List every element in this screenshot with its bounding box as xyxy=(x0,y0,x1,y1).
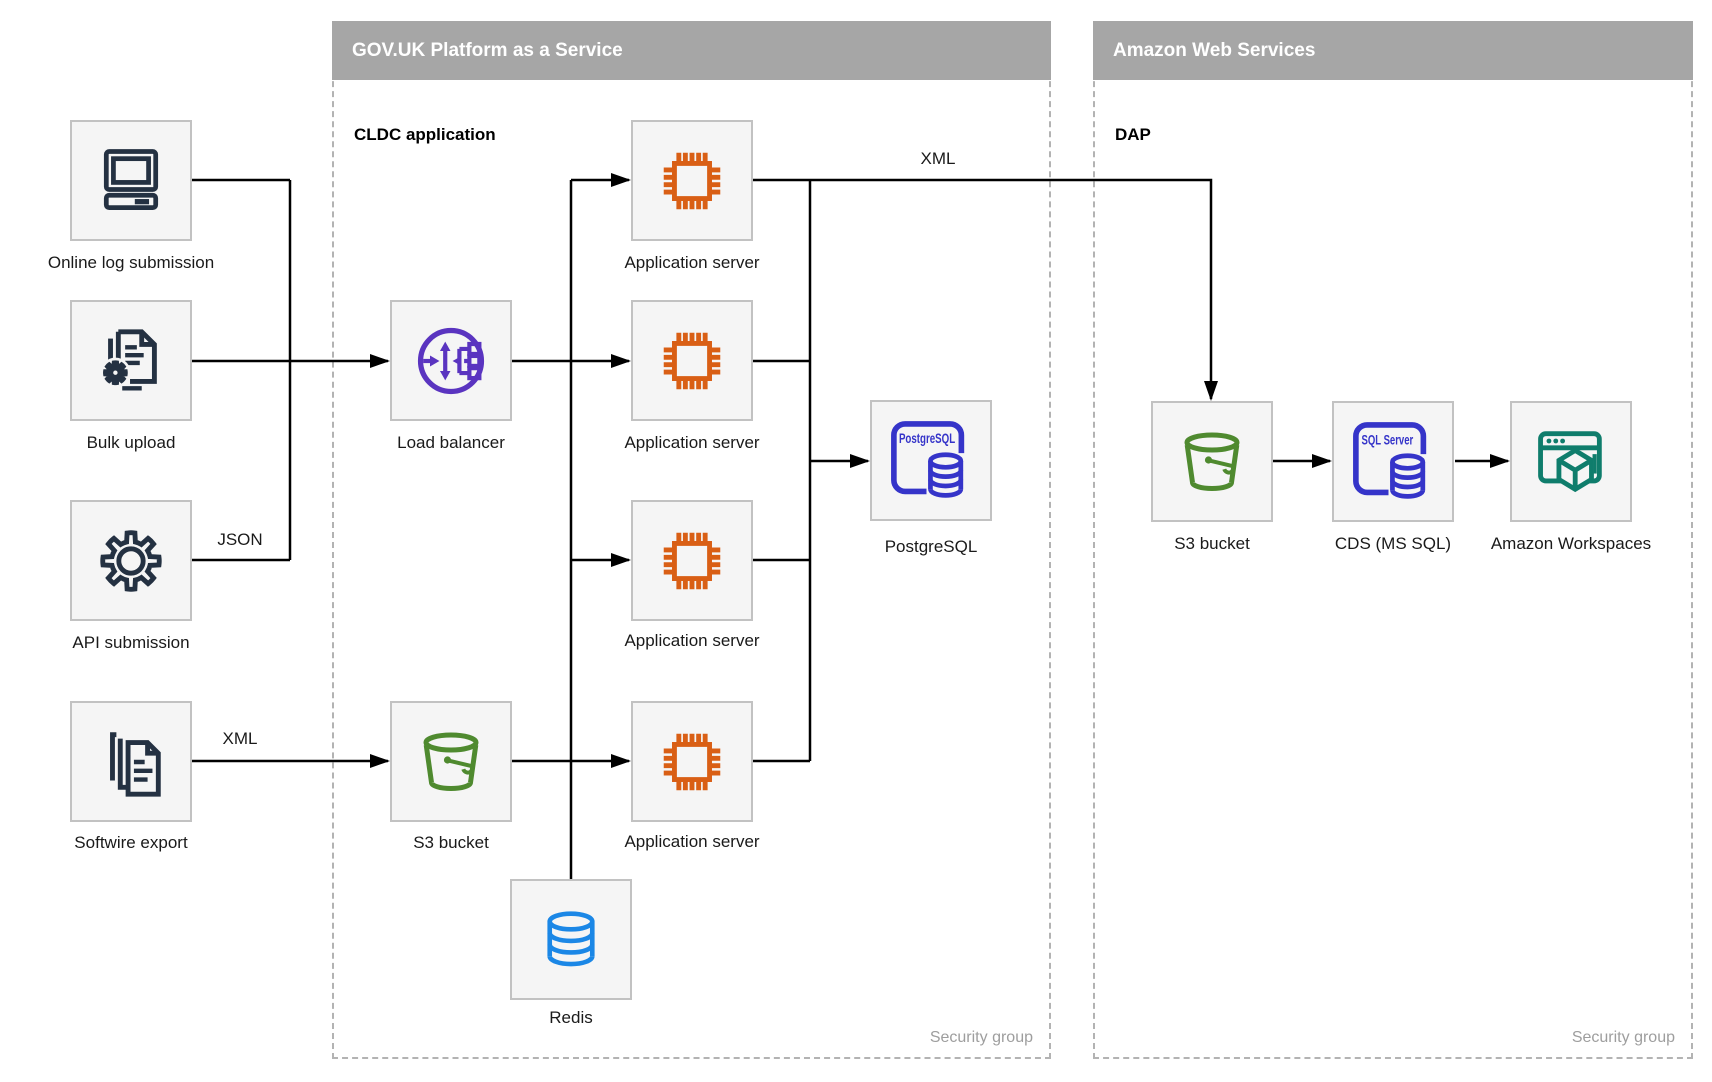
node-app-server-4 xyxy=(631,701,753,822)
edge-label-json: JSON xyxy=(217,530,263,549)
node-label-load-balancer: Load balancer xyxy=(397,433,505,452)
chip-icon xyxy=(663,532,721,589)
load-balancer-icon xyxy=(417,327,485,394)
node-label-s3-bucket-aws: S3 bucket xyxy=(1174,534,1250,553)
bucket-icon xyxy=(1184,432,1240,491)
container-aws-title: Amazon Web Services xyxy=(1113,40,1316,61)
sql-server-badge: SQL Server xyxy=(1362,431,1414,447)
chip-icon xyxy=(663,733,721,790)
node-label-cds-mssql: CDS (MS SQL) xyxy=(1334,534,1452,553)
postgresql-badge: PostgreSQL xyxy=(899,430,956,446)
node-online-log-submission xyxy=(70,120,192,241)
container-aws-sublabel: DAP xyxy=(1115,125,1151,144)
container-govuk-paas-title: GOV.UK Platform as a Service xyxy=(352,40,623,61)
node-cds-mssql: SQL Server xyxy=(1332,401,1454,522)
node-redis xyxy=(510,879,632,1000)
node-label-bulk-upload: Bulk upload xyxy=(86,433,176,452)
container-aws-header: Amazon Web Services xyxy=(1093,21,1693,80)
gear-icon xyxy=(100,529,162,592)
node-app-server-2 xyxy=(631,300,753,421)
container-govuk-paas-header: GOV.UK Platform as a Service xyxy=(332,21,1051,80)
node-api-submission xyxy=(70,500,192,621)
node-load-balancer xyxy=(390,300,512,421)
node-label-online-log-submission: Online log submission xyxy=(47,253,215,272)
node-s3-bucket-aws xyxy=(1151,401,1273,522)
node-amazon-workspaces xyxy=(1510,401,1632,522)
node-softwire-export xyxy=(70,701,192,822)
node-label-app-server-1: Application server xyxy=(624,253,760,272)
node-label-postgresql: PostgreSQL xyxy=(884,537,978,556)
node-postgresql: PostgreSQL xyxy=(870,400,992,521)
paas-security-group-label: Security group xyxy=(929,1029,1033,1046)
edge-label-xml-softwire: XML xyxy=(222,729,258,748)
chip-icon xyxy=(663,152,721,209)
node-label-app-server-3: Application server xyxy=(624,631,760,650)
edge-label-xml-to-aws: XML xyxy=(920,149,956,168)
node-label-softwire-export: Softwire export xyxy=(74,833,188,852)
database-icon xyxy=(547,910,595,966)
workspaces-icon xyxy=(1538,430,1602,492)
node-label-app-server-4: Application server xyxy=(624,832,760,851)
node-app-server-3 xyxy=(631,500,753,621)
documents-icon xyxy=(110,731,161,797)
edge-sources-merge xyxy=(192,178,292,562)
container-govuk-paas-sublabel: CLDC application xyxy=(354,125,496,144)
node-label-s3-bucket-paas: S3 bucket xyxy=(413,833,489,852)
node-label-amazon-workspaces: Amazon Workspaces xyxy=(1490,534,1652,553)
aws-security-group-label: Security group xyxy=(1571,1029,1675,1046)
postgresql-icon: PostgreSQL xyxy=(891,420,967,498)
node-s3-bucket-paas xyxy=(390,701,512,822)
node-app-server-1 xyxy=(631,120,753,241)
chip-icon xyxy=(663,332,721,389)
sql-server-icon: SQL Server xyxy=(1353,421,1429,499)
document-gear-icon xyxy=(100,328,157,390)
node-label-api-submission: API submission xyxy=(72,633,190,652)
computer-icon xyxy=(103,148,159,210)
bucket-icon xyxy=(423,732,479,791)
node-label-app-server-2: Application server xyxy=(624,433,760,452)
container-aws: Amazon Web Services DAP Security group xyxy=(1093,21,1693,1059)
node-bulk-upload xyxy=(70,300,192,421)
container-govuk-paas: GOV.UK Platform as a Service CLDC applic… xyxy=(332,21,1051,1059)
node-label-redis: Redis xyxy=(549,1008,593,1027)
